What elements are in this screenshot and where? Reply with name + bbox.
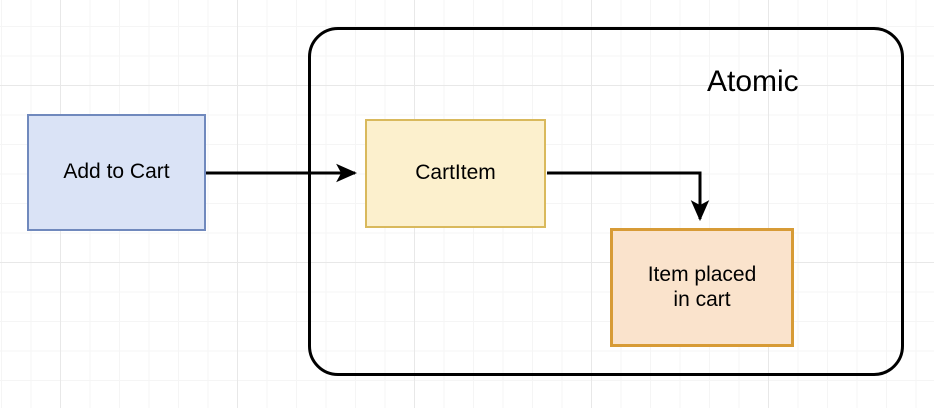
group-atomic-label: Atomic [707, 65, 799, 98]
node-item-placed-label-line-1: Item placed [647, 262, 757, 286]
group-atomic[interactable] [308, 27, 904, 376]
node-cart-item-label: CartItem [415, 161, 496, 185]
node-cart-item[interactable]: CartItem [365, 119, 546, 228]
node-item-placed-label-line-2: in cart [673, 287, 731, 311]
edge-cart-item-to-item-placed[interactable] [547, 171, 710, 222]
node-item-placed-label: Item placed in cart [648, 263, 757, 313]
node-add-to-cart[interactable]: Add to Cart [27, 114, 206, 231]
node-add-to-cart-label: Add to Cart [63, 160, 170, 184]
node-item-placed[interactable]: Item placed in cart [610, 228, 794, 347]
